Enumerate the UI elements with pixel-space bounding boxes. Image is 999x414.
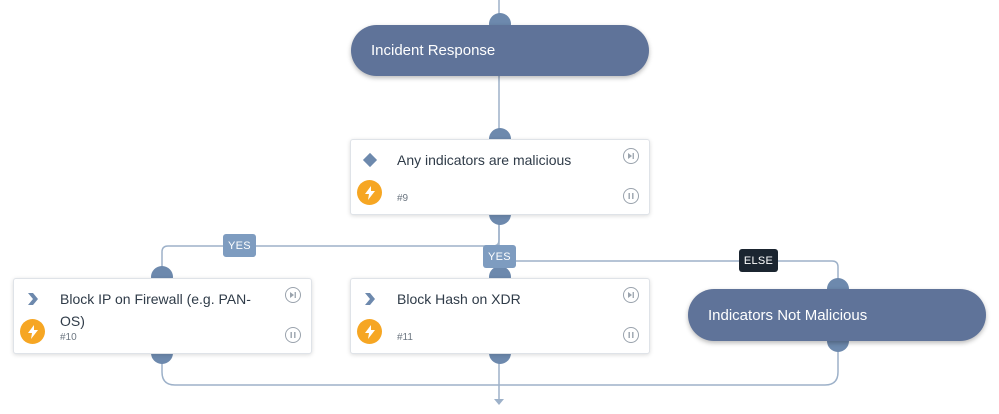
node-label: Incident Response — [371, 42, 496, 59]
task-number: #9 — [397, 193, 409, 204]
block-ip-task-card[interactable]: Block IP on Firewall (e.g. PAN-OS) #10 — [13, 278, 312, 354]
bolt-icon — [357, 180, 382, 205]
task-title: Block Hash on XDR — [397, 291, 521, 307]
else-branch-label[interactable]: ELSE — [739, 249, 778, 272]
incident-response-node[interactable]: Incident Response — [351, 25, 649, 76]
task-number: #10 — [60, 332, 77, 343]
task-title: Block IP on Firewall (e.g. PAN-OS) — [60, 291, 251, 329]
pause-icon[interactable] — [623, 327, 639, 343]
bolt-icon — [357, 319, 382, 344]
skip-icon[interactable] — [623, 148, 639, 164]
block-hash-task-card[interactable]: Block Hash on XDR #11 — [350, 278, 650, 354]
bolt-icon — [20, 319, 45, 344]
chevron-icon — [361, 290, 379, 308]
task-number: #11 — [397, 332, 413, 343]
indicators-not-malicious-node[interactable]: Indicators Not Malicious — [688, 289, 986, 341]
condition-task-card[interactable]: Any indicators are malicious #9 — [350, 139, 650, 215]
diamond-icon — [361, 151, 379, 169]
pause-icon[interactable] — [623, 188, 639, 204]
yes-branch-label[interactable]: YES — [483, 245, 516, 268]
chevron-icon — [24, 290, 42, 308]
skip-icon[interactable] — [285, 287, 301, 303]
skip-icon[interactable] — [623, 287, 639, 303]
pause-icon[interactable] — [285, 327, 301, 343]
task-title: Any indicators are malicious — [397, 152, 572, 168]
yes-branch-label[interactable]: YES — [223, 234, 256, 257]
node-label: Indicators Not Malicious — [708, 306, 868, 324]
